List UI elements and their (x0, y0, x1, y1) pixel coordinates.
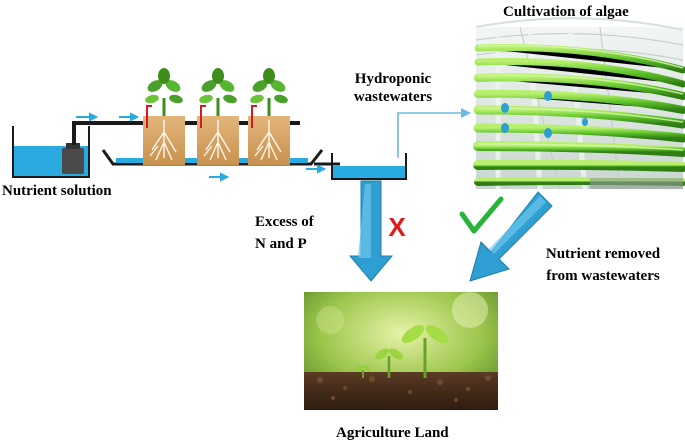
nutrient-removed-label: Nutrient removed from wastewaters (528, 243, 678, 287)
hydroponic-wastewaters-label: Hydroponic wastewaters (338, 70, 448, 106)
nutrient-tank (12, 126, 90, 178)
seedling-medium (375, 348, 403, 378)
excess-line2: N and P (255, 236, 307, 252)
removed-line2: from wastewaters (546, 268, 660, 284)
nutrient-removed-arrow (469, 191, 553, 282)
plant-pots (143, 68, 290, 165)
hydroponic-line2: wastewaters (353, 89, 433, 105)
excess-down-arrow (348, 180, 394, 282)
seedling-large (401, 325, 449, 378)
agriculture-land-image (304, 292, 498, 410)
agriculture-land-label: Agriculture Land (336, 425, 449, 441)
cultivation-of-algae-label: Cultivation of algae (503, 4, 629, 20)
nutrient-solution-label: Nutrient solution (2, 183, 112, 199)
pump-top (66, 143, 80, 149)
excess-line1: Excess of (255, 214, 314, 230)
excess-n-p-label: Excess of N and P (255, 211, 314, 255)
flow-arrows (76, 112, 327, 182)
check-mark-icon (459, 196, 504, 234)
seedling-small (355, 365, 371, 378)
hydroponic-line1: Hydroponic (354, 71, 432, 87)
pump (62, 148, 84, 174)
cross-mark-icon: X (388, 212, 406, 242)
plant-pot-1 (143, 68, 185, 165)
tank-outline (12, 126, 90, 178)
removed-line1: Nutrient removed (545, 246, 661, 262)
wastewater-tank (331, 153, 407, 180)
plant-pot-3 (248, 68, 290, 165)
algae-photobioreactor-image (473, 17, 685, 190)
wastewater-to-algae-arrow (397, 108, 471, 158)
plant-pot-2 (197, 68, 239, 165)
